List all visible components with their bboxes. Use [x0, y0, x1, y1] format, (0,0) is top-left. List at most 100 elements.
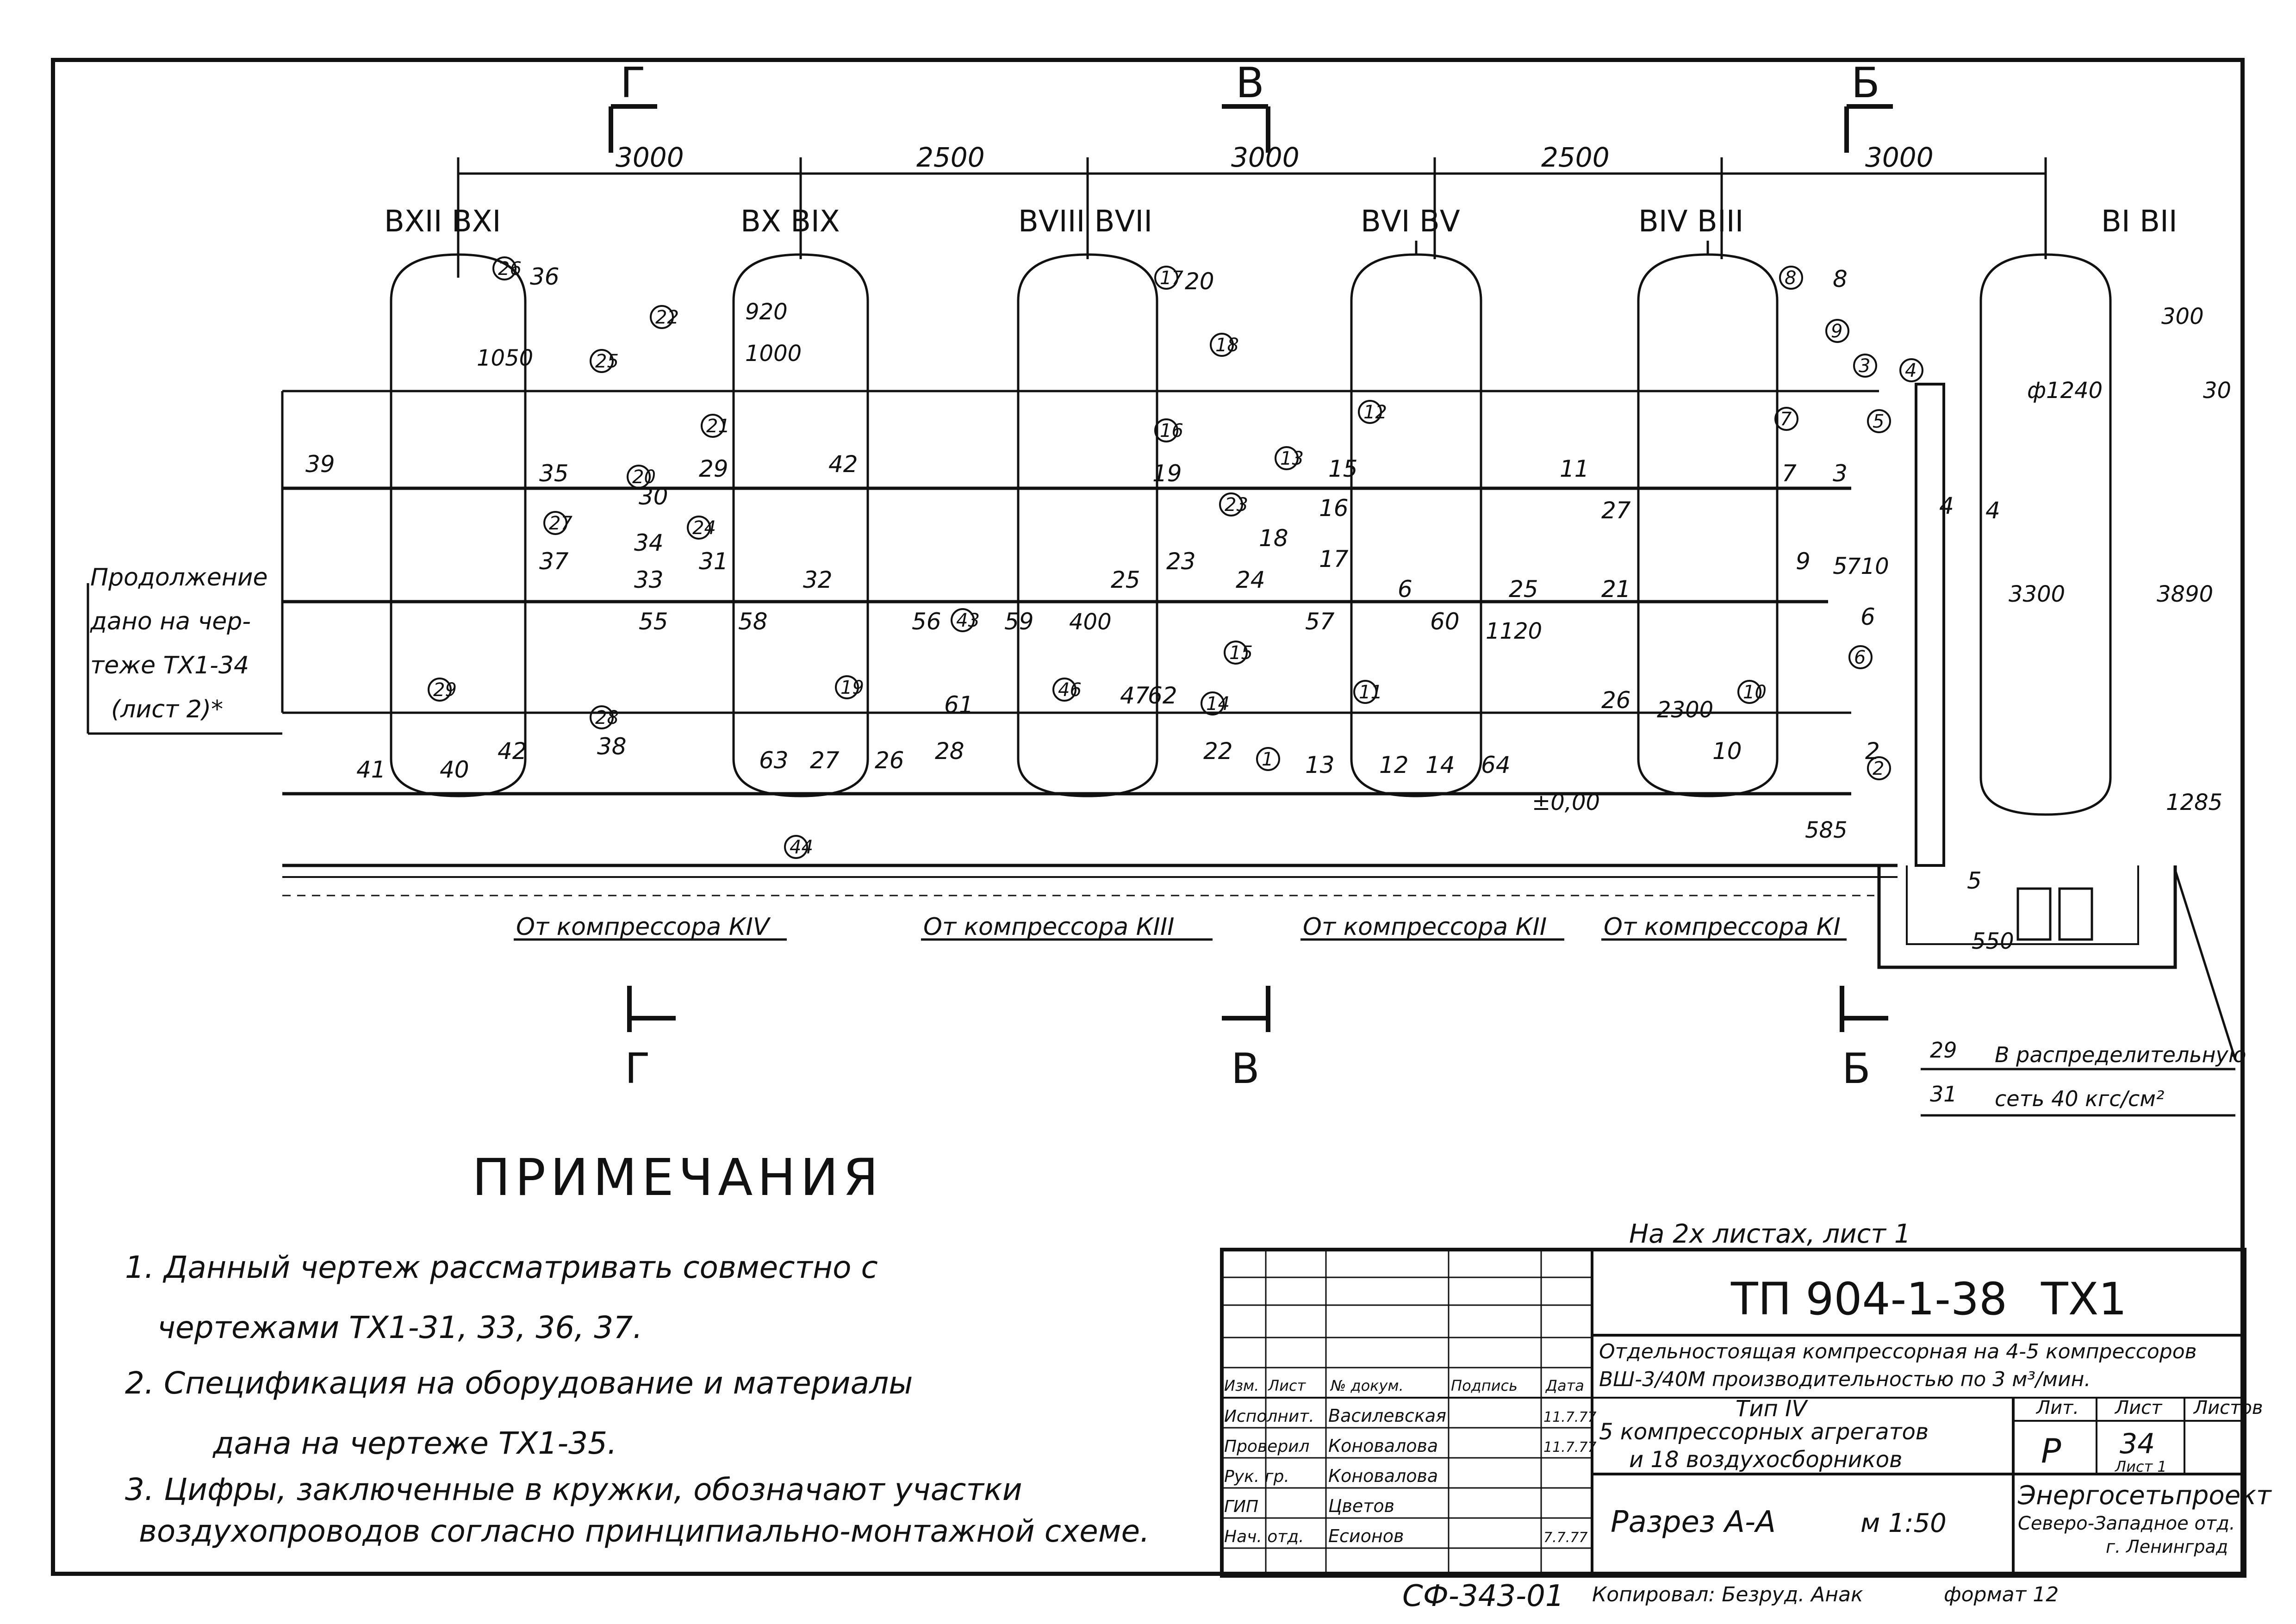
valve-number: 5: [1833, 553, 1848, 579]
valve-number: 6: [1860, 604, 1875, 630]
dimension-label: 920: [745, 299, 788, 325]
subtitle-line: и 18 воздухосборников: [1629, 1447, 1902, 1473]
dimension-label: 3000: [616, 142, 684, 173]
valve-number: 63: [759, 747, 789, 774]
drawing-code: ТП 904-1-38: [1730, 1273, 2007, 1325]
section-mark: Г: [625, 1045, 650, 1093]
valve-number: 26: [875, 747, 904, 774]
continuation-line: дано на чер-: [90, 608, 251, 635]
valve-number: 42: [828, 451, 858, 478]
section-mark: Б: [1842, 1045, 1871, 1093]
circled-number: 24: [692, 517, 716, 539]
format: формат 12: [1944, 1583, 2059, 1606]
valve-number: 10: [1712, 738, 1742, 765]
dimension-label: 1285: [2166, 790, 2222, 815]
copied-by: Копировал: Безруд. Анак: [1592, 1583, 1863, 1606]
circled-number: 43: [956, 610, 980, 631]
sheets-note: На 2х листах, лист 1: [1629, 1219, 1910, 1249]
circled-number: 3: [1859, 355, 1870, 377]
line-labels: 6 25 26 21 27 4 5: [1398, 497, 2000, 894]
dimension-label: 2500: [1541, 142, 1610, 173]
note-line: воздухопроводов согласно принципиально-м…: [139, 1513, 1150, 1549]
org-line: Северо-Западное отд.: [2018, 1513, 2235, 1534]
org-line: г. Ленинград: [2106, 1537, 2228, 1557]
type-label: Тип IV: [1736, 1396, 1808, 1422]
dimension-label: 1050: [477, 345, 533, 371]
title-block-text: На 2х листах, лист 1 ТП 904-1-38 ТХ1 Отд…: [1224, 1219, 2272, 1557]
circled-number: 44: [790, 837, 813, 858]
valve-number: 14: [1425, 752, 1455, 778]
valve-number: 3: [1833, 460, 1848, 487]
circled-number: 5: [1873, 411, 1884, 432]
role-cell: Рук. гр.: [1224, 1467, 1289, 1486]
line-label: 6: [1398, 576, 1412, 603]
circled-number: 25: [595, 351, 619, 372]
valve-numbers: 39 35 37 38 33 34 55 41 40 42 30 29 31 3…: [305, 263, 1954, 783]
dimension-label: 3000: [1231, 142, 1300, 173]
continuation-note: Продолжение дано на чер- теже ТХ1-34 (ли…: [90, 564, 268, 723]
dimension-label: 710: [1847, 554, 1889, 579]
name-cell: Василевская: [1328, 1406, 1446, 1426]
valve-number: 29: [699, 455, 728, 482]
header-cell: Изм.: [1224, 1377, 1259, 1394]
valve-number: 11: [1560, 455, 1589, 482]
sheet-label: Лист: [2114, 1397, 2163, 1419]
stamp: СФ-343-01: [1402, 1579, 1564, 1613]
circled-number: 18: [1215, 335, 1239, 356]
distribution-top: В распределительную: [1995, 1042, 2246, 1067]
line-label: 5: [1967, 867, 1982, 894]
dimension-label: 400: [1069, 609, 1112, 635]
circled-number: 17: [1160, 268, 1183, 289]
name-cell: Коновалова: [1328, 1466, 1438, 1486]
description-line: ВШ-3/40М производительностью по 3 м³/мин…: [1599, 1368, 2091, 1391]
circled-number: 4: [1905, 360, 1916, 381]
date-cell: 11.7.77: [1543, 1409, 1597, 1425]
valve-number: 18: [1259, 525, 1288, 552]
line-label: 21: [1601, 576, 1631, 603]
valve-number: 7: [1782, 460, 1797, 487]
valve-number: 15: [1328, 455, 1358, 482]
top-dimensions: 3000 2500 3000 2500 3000: [616, 142, 1934, 173]
header-cell: № докум.: [1330, 1377, 1404, 1394]
line-label: 25: [1509, 576, 1538, 603]
valve-number: 34: [634, 529, 664, 556]
circled-number: 9: [1831, 321, 1842, 342]
line-label: 26: [1601, 687, 1631, 714]
valve-number: 32: [803, 566, 833, 593]
valve-number: 64: [1481, 752, 1511, 778]
sheets-label: Листов: [2193, 1397, 2263, 1419]
note-line: 1. Данный чертеж рассматривать совместно…: [125, 1250, 878, 1285]
valve-number: 24: [1236, 566, 1265, 593]
notes-title: ПРИМЕЧАНИЯ: [472, 1148, 883, 1207]
circled-number: 11: [1359, 682, 1382, 703]
date-cell: 11.7.77: [1543, 1439, 1597, 1456]
valve-number: 41: [356, 756, 386, 783]
line-label: 27: [1601, 497, 1631, 524]
valve-number: 31: [699, 548, 728, 575]
circled-number: 20: [632, 467, 656, 488]
valve-number: 21: [1601, 576, 1631, 603]
valve-number: 4: [1939, 492, 1954, 519]
dimension-label: 3000: [1865, 142, 1934, 173]
valve-number: 57: [1305, 608, 1335, 635]
role-cell: Нач. отд.: [1224, 1527, 1304, 1546]
valve-number: 20: [1185, 268, 1214, 295]
misc-dimensions: 1050 920 1000 400 1120 2300 3300 3890 12…: [477, 299, 2231, 954]
circled-number: 46: [1058, 679, 1082, 701]
valve-number: 17: [1319, 546, 1349, 572]
continuation-line: (лист 2)*: [111, 696, 223, 723]
note-line: 3. Цифры, заключенные в кружки, обознача…: [125, 1472, 1022, 1507]
circled-number: 21: [706, 416, 730, 437]
valve-number: 61: [944, 691, 974, 718]
circled-number: 1: [1262, 749, 1273, 770]
circled-number: 6: [1854, 647, 1866, 668]
valve-number: 13: [1305, 752, 1335, 778]
name-cell: Есионов: [1328, 1526, 1404, 1546]
valve-number: 35: [539, 460, 569, 487]
compressor-label: От компрессора КII: [1303, 913, 1547, 941]
dimension-label: 585: [1805, 817, 1848, 843]
dimension-label: ф1240: [2027, 378, 2103, 404]
valve-number: 47: [1120, 682, 1150, 709]
